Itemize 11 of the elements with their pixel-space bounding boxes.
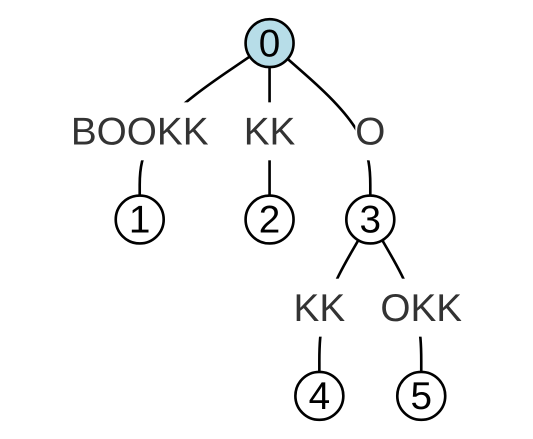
edge-label: KK	[294, 286, 346, 330]
edge-label: BOOKK	[70, 109, 209, 154]
node-circle: 4	[294, 370, 345, 422]
node-circle: 5	[396, 370, 447, 422]
edge-label: O	[355, 109, 386, 154]
edge-label: KK	[244, 109, 296, 154]
edge-label: OKK	[380, 286, 462, 330]
node-circle: 3	[345, 194, 396, 245]
node-circle: 2	[244, 194, 295, 245]
node-circle: 0	[244, 18, 295, 68]
node-circle: 1	[114, 194, 165, 245]
